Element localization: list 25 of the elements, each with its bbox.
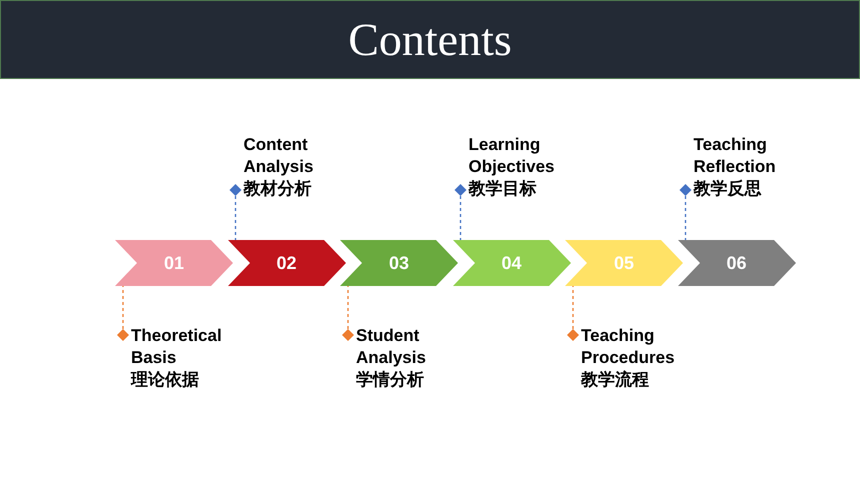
topic-title: Teaching Reflection <box>694 134 777 178</box>
step-number: 03 <box>388 252 410 274</box>
topic-title-chinese: 教材分析 <box>244 178 312 200</box>
leader-line <box>680 184 692 240</box>
topic-title: Student Analysis <box>356 325 427 369</box>
leader-line <box>230 184 242 240</box>
topic-title-chinese: 教学目标 <box>468 178 538 200</box>
leader-line <box>454 184 466 240</box>
title: Contents <box>348 13 512 66</box>
topic-title: Teaching Procedures <box>581 325 676 369</box>
step-number: 05 <box>614 252 634 274</box>
step-number: 02 <box>276 252 297 274</box>
leader-line <box>117 286 129 341</box>
leader-line <box>342 286 354 341</box>
topic-title-chinese: 教学反思 <box>694 178 762 200</box>
step-number: 01 <box>164 252 184 274</box>
leader-line <box>567 286 579 341</box>
topic-title-chinese: 理论依据 <box>131 369 200 391</box>
topic-title: Learning Objectives <box>468 134 556 178</box>
topic-title-chinese: 教学流程 <box>581 369 650 391</box>
step-number: 04 <box>501 252 522 274</box>
topic-title: Content Analysis <box>244 134 314 178</box>
topic-title: Theoretical Basis <box>131 325 223 369</box>
topic-title-chinese: 学情分析 <box>356 369 425 391</box>
step-number: 06 <box>726 252 747 274</box>
